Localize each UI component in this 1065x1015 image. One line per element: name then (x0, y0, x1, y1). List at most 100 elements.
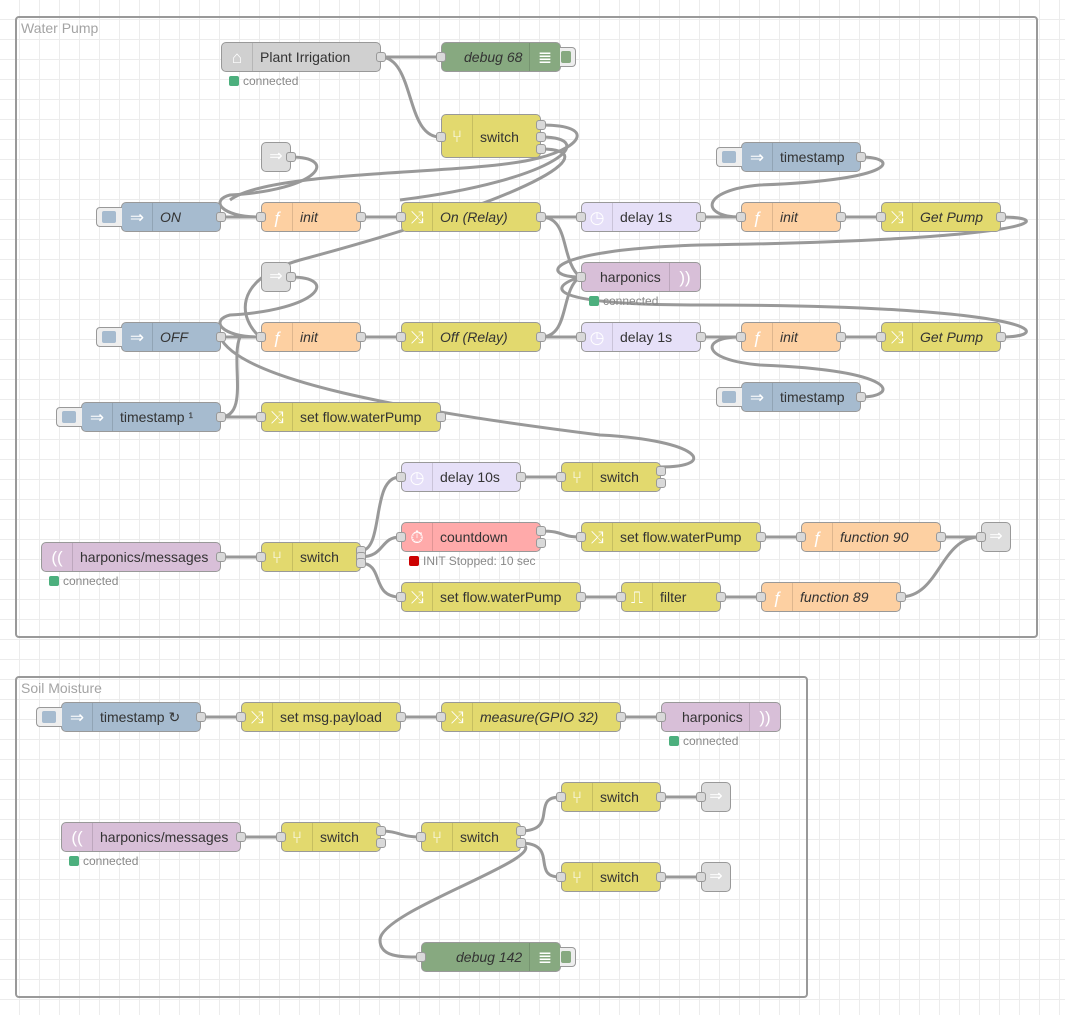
node-mqtt-in-harponics-messages[interactable]: (( harponics/messages (41, 542, 226, 572)
node-inject-timestamp-once[interactable]: ⇒ timestamp ¹ (56, 402, 226, 432)
inject-button[interactable] (96, 327, 122, 347)
input-port[interactable] (256, 212, 266, 222)
link-out-node[interactable]: ⇒ (976, 522, 1011, 552)
node-mqtt-in-harponics-messages-soil[interactable]: (( harponics/messages (61, 822, 246, 852)
output-port[interactable] (696, 332, 706, 342)
input-port[interactable] (256, 552, 266, 562)
debug-toggle-button[interactable] (560, 947, 576, 967)
output-port[interactable] (936, 532, 946, 542)
output-port[interactable] (536, 120, 546, 130)
node-change-set-flow-2[interactable]: ⤨ set flow.waterPump (576, 522, 766, 552)
output-port[interactable] (516, 838, 526, 848)
output-port[interactable] (836, 332, 846, 342)
input-port[interactable] (256, 332, 266, 342)
output-port[interactable] (396, 712, 406, 722)
input-port[interactable] (576, 212, 586, 222)
output-port[interactable] (536, 538, 546, 548)
output-port[interactable] (376, 838, 386, 848)
input-port[interactable] (976, 532, 986, 542)
inject-button[interactable] (716, 387, 742, 407)
input-port[interactable] (576, 272, 586, 282)
input-port[interactable] (576, 332, 586, 342)
node-change-set-flow-1[interactable]: ⤨ set flow.waterPump (256, 402, 446, 432)
node-switch-soil-c[interactable]: ⑂ switch (556, 782, 666, 812)
node-function-init-on[interactable]: ƒ init (256, 202, 366, 232)
node-delay-10s[interactable]: ◷ delay 10s (396, 462, 526, 492)
output-port[interactable] (756, 532, 766, 542)
output-port[interactable] (536, 526, 546, 536)
output-port[interactable] (216, 212, 226, 222)
input-port[interactable] (396, 472, 406, 482)
inject-button[interactable] (36, 707, 62, 727)
output-port[interactable] (356, 558, 366, 568)
input-port[interactable] (576, 532, 586, 542)
input-port[interactable] (416, 832, 426, 842)
input-port[interactable] (256, 412, 266, 422)
input-port[interactable] (696, 792, 706, 802)
node-debug-68[interactable]: debug 68 ≣ (436, 42, 576, 72)
inject-button[interactable] (716, 147, 742, 167)
output-port[interactable] (436, 412, 446, 422)
output-port[interactable] (516, 826, 526, 836)
input-port[interactable] (796, 532, 806, 542)
link-in-node[interactable]: ⇒ (261, 262, 296, 292)
inject-button[interactable] (56, 407, 82, 427)
node-debug-142[interactable]: debug 142 ≣ (416, 942, 576, 972)
node-change-off-relay[interactable]: ⤨ Off (Relay) (396, 322, 546, 352)
output-port[interactable] (376, 826, 386, 836)
output-port[interactable] (516, 472, 526, 482)
input-port[interactable] (436, 712, 446, 722)
output-port[interactable] (716, 592, 726, 602)
node-function-89[interactable]: ƒ function 89 (756, 582, 906, 612)
debug-toggle-button[interactable] (560, 47, 576, 67)
input-port[interactable] (736, 212, 746, 222)
input-port[interactable] (756, 592, 766, 602)
node-function-init-off[interactable]: ƒ init (256, 322, 366, 352)
output-port[interactable] (656, 792, 666, 802)
node-change-measure[interactable]: ⤨ measure(GPIO 32) (436, 702, 626, 732)
output-port[interactable] (216, 552, 226, 562)
input-port[interactable] (276, 832, 286, 842)
output-port[interactable] (656, 466, 666, 476)
input-port[interactable] (396, 592, 406, 602)
node-change-set-msg-payload[interactable]: ⤨ set msg.payload (236, 702, 406, 732)
output-port[interactable] (286, 272, 296, 282)
link-out-node[interactable]: ⇒ (696, 782, 731, 812)
output-port[interactable] (216, 332, 226, 342)
input-port[interactable] (616, 592, 626, 602)
node-function-init-off2[interactable]: ƒ init (736, 322, 846, 352)
node-switch-soil-b[interactable]: ⑂ switch (416, 822, 526, 852)
node-switch-top[interactable]: ⑂ switch (436, 114, 546, 158)
output-port[interactable] (616, 712, 626, 722)
node-switch-soil-d[interactable]: ⑂ switch (556, 862, 666, 892)
input-port[interactable] (416, 952, 426, 962)
input-port[interactable] (396, 212, 406, 222)
node-inject-timestamp-tr[interactable]: ⇒ timestamp (716, 142, 866, 172)
inject-button[interactable] (96, 207, 122, 227)
output-port[interactable] (216, 412, 226, 422)
node-filter[interactable]: ⎍ filter (616, 582, 726, 612)
output-port[interactable] (236, 832, 246, 842)
node-function-init-on2[interactable]: ƒ init (736, 202, 846, 232)
input-port[interactable] (236, 712, 246, 722)
output-port[interactable] (576, 592, 586, 602)
output-port[interactable] (836, 212, 846, 222)
output-port[interactable] (376, 52, 386, 62)
output-port[interactable] (196, 712, 206, 722)
node-countdown[interactable]: ⏱ countdown (396, 522, 546, 552)
input-port[interactable] (556, 472, 566, 482)
node-plant-irrigation[interactable]: ⌂ Plant Irrigation (221, 42, 386, 72)
output-port[interactable] (286, 152, 296, 162)
input-port[interactable] (396, 532, 406, 542)
output-port[interactable] (696, 212, 706, 222)
node-switch-delay[interactable]: ⑂ switch (556, 462, 666, 492)
output-port[interactable] (996, 212, 1006, 222)
node-switch-messages[interactable]: ⑂ switch (256, 542, 366, 572)
node-delay-on[interactable]: ◷ delay 1s (576, 202, 706, 232)
input-port[interactable] (436, 132, 446, 142)
node-inject-timestamp-r2[interactable]: ⇒ timestamp (716, 382, 866, 412)
node-inject-off[interactable]: ⇒ OFF (96, 322, 226, 352)
output-port[interactable] (656, 478, 666, 488)
node-mqtt-harponics[interactable]: harponics )) (576, 262, 701, 292)
node-switch-soil-a[interactable]: ⑂ switch (276, 822, 386, 852)
